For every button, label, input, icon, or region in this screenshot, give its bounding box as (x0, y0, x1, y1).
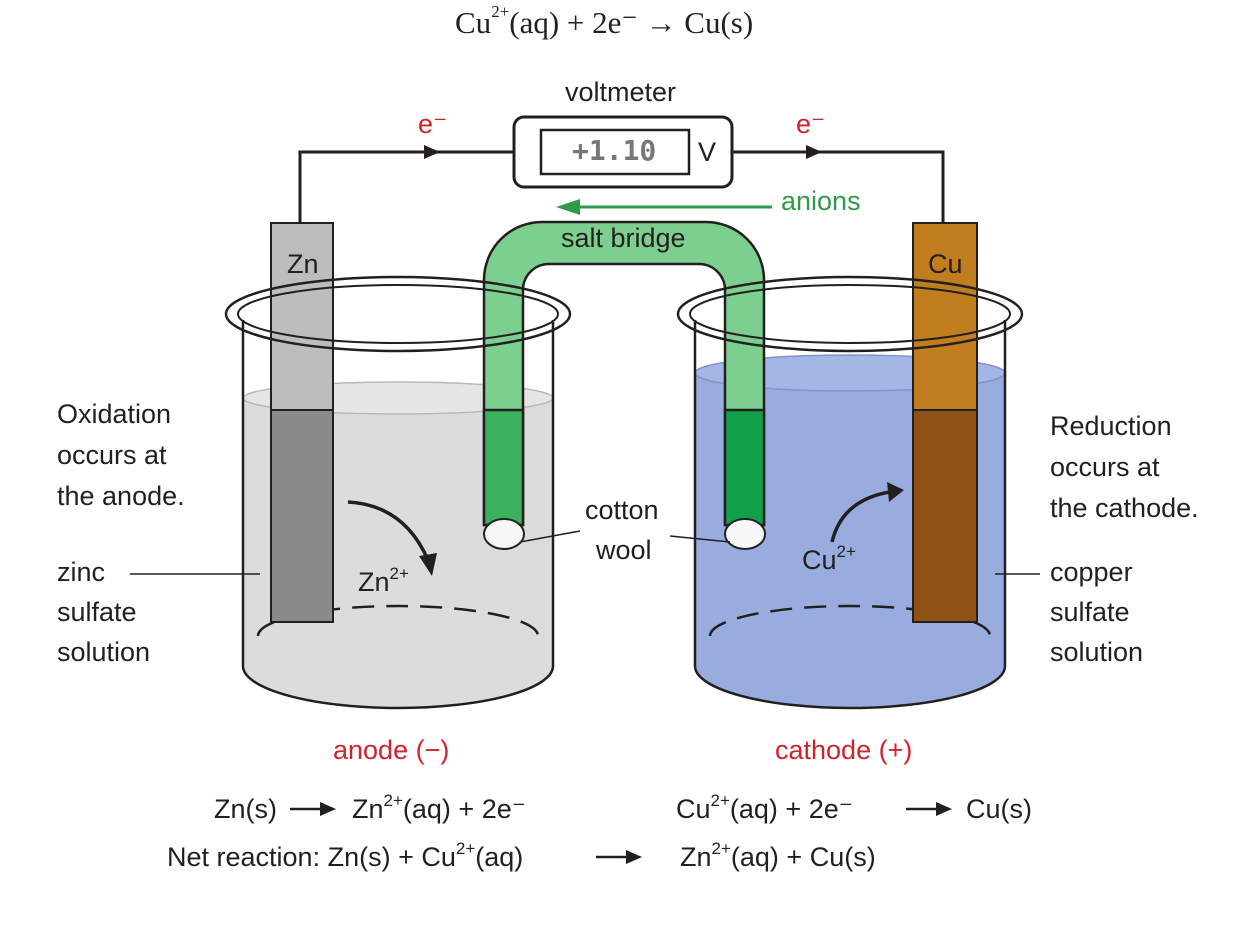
right-beaker-rim-inner (689, 284, 1011, 344)
net-reaction-left: Net reaction: Zn(s) + Cu2+(aq) (167, 839, 524, 873)
zinc-ion-base: Zn (358, 567, 390, 597)
left-beaker-rim-inner (237, 284, 559, 344)
cathode-half-reactant: Cu2+(aq) + 2e⁻ (676, 791, 853, 825)
cathode-reactant-rest: (aq) + 2e⁻ (729, 794, 853, 824)
copper-electrode-submerged (912, 409, 978, 623)
copper-electrode-label: Cu (928, 249, 963, 279)
voltmeter-unit: V (698, 137, 717, 167)
anode-label: anode (−) (333, 735, 450, 765)
reduction-line-1: Reduction (1050, 411, 1172, 441)
oxidation-line-1: Oxidation (57, 399, 172, 429)
copper-ion-charge: 2+ (836, 542, 856, 561)
salt-bridge-label: salt bridge (561, 223, 686, 253)
net-reaction-arrow-head (626, 850, 642, 864)
copper-solution-line-3: solution (1050, 637, 1144, 667)
oxidation-line-2: occurs at (57, 440, 167, 470)
top-equation-charge: 2+ (491, 2, 510, 21)
top-equation-ion: Cu (455, 5, 492, 40)
zinc-solution-line-2: sulfate (57, 597, 137, 627)
reduction-line-2: occurs at (1050, 452, 1160, 482)
oxidation-line-3: the anode. (57, 481, 185, 511)
anode-half-product: Zn2+(aq) + 2e⁻ (352, 791, 526, 825)
left-beaker-wall (241, 320, 555, 710)
anode-half-reactant: Zn(s) (214, 794, 277, 824)
wire-left (298, 150, 514, 222)
net-reaction-prefix: Net reaction: Zn(s) + Cu (167, 842, 456, 872)
voltmeter-display (539, 128, 691, 176)
left-beaker-rim-outer (224, 275, 572, 353)
right-beaker-rim-outer (676, 275, 1024, 353)
top-equation-rest: (aq) + 2e⁻ → Cu(s) (509, 5, 754, 40)
anode-product-base: Zn (352, 794, 384, 824)
cotton-wool-left (483, 518, 525, 550)
anions-label: anions (781, 186, 861, 216)
salt-bridge-right-submerged (723, 408, 766, 527)
copper-ion-arrow (830, 490, 891, 543)
cathode-half-product: Cu(s) (966, 794, 1032, 824)
zinc-electrode-label: Zn (287, 249, 319, 279)
salt-bridge-left-submerged (482, 408, 525, 527)
cotton-wool-leader-right (669, 535, 731, 543)
net-reaction-charge-2: 2+ (711, 839, 731, 858)
cathode-reaction-arrow-head (936, 802, 952, 816)
anode-product-rest: (aq) + 2e⁻ (402, 794, 526, 824)
electron-label-right: e⁻ (796, 109, 826, 139)
zinc-ion-charge: 2+ (389, 564, 409, 583)
copper-solution-line-2: sulfate (1050, 597, 1130, 627)
voltmeter-label: voltmeter (565, 77, 677, 107)
electron-arrow-right (806, 145, 822, 159)
copper-ion-label: Cu2+ (802, 542, 856, 576)
top-equation: Cu2+(aq) + 2e⁻ → Cu(s) (455, 2, 754, 41)
reduction-line-3: the cathode. (1050, 493, 1199, 523)
cathode-reactant-base: Cu (676, 794, 711, 824)
copper-ion-arrow-head (887, 482, 904, 502)
zinc-solution-line-1: zinc (57, 557, 106, 587)
cathode-label: cathode (+) (775, 735, 913, 765)
net-reaction-right: Zn2+(aq) + Cu(s) (680, 839, 876, 873)
zinc-ion-arrow-head (419, 553, 437, 576)
net-reaction-rest-2: (aq) + Cu(s) (730, 842, 876, 872)
net-reaction-charge-1: 2+ (455, 839, 476, 858)
electron-label-left: e⁻ (418, 109, 448, 139)
zinc-ion-label: Zn2+ (358, 564, 409, 598)
cotton-wool-line-2: wool (596, 535, 652, 565)
anode-reaction-arrow-head (320, 802, 336, 816)
voltmeter-reading: +1.10 (572, 134, 657, 167)
wire-right (732, 150, 945, 222)
electron-arrow-left (424, 145, 440, 159)
zinc-ion-arrow (347, 500, 430, 561)
net-reaction-rest-1: (aq) (475, 842, 524, 872)
cotton-wool-line-1: cotton (585, 495, 659, 525)
copper-solution-line-1: copper (1050, 557, 1133, 587)
anode-product-charge: 2+ (383, 791, 403, 810)
zinc-electrode-submerged (270, 409, 334, 623)
net-reaction-product-base: Zn (680, 842, 712, 872)
zinc-solution-line-3: solution (57, 637, 151, 667)
anions-arrow-head (556, 199, 580, 215)
copper-ion-base: Cu (802, 545, 837, 575)
cathode-reactant-charge: 2+ (710, 791, 730, 810)
right-beaker-wall (693, 320, 1007, 710)
cotton-wool-right (724, 518, 766, 550)
cotton-wool-leader-left (519, 530, 581, 543)
